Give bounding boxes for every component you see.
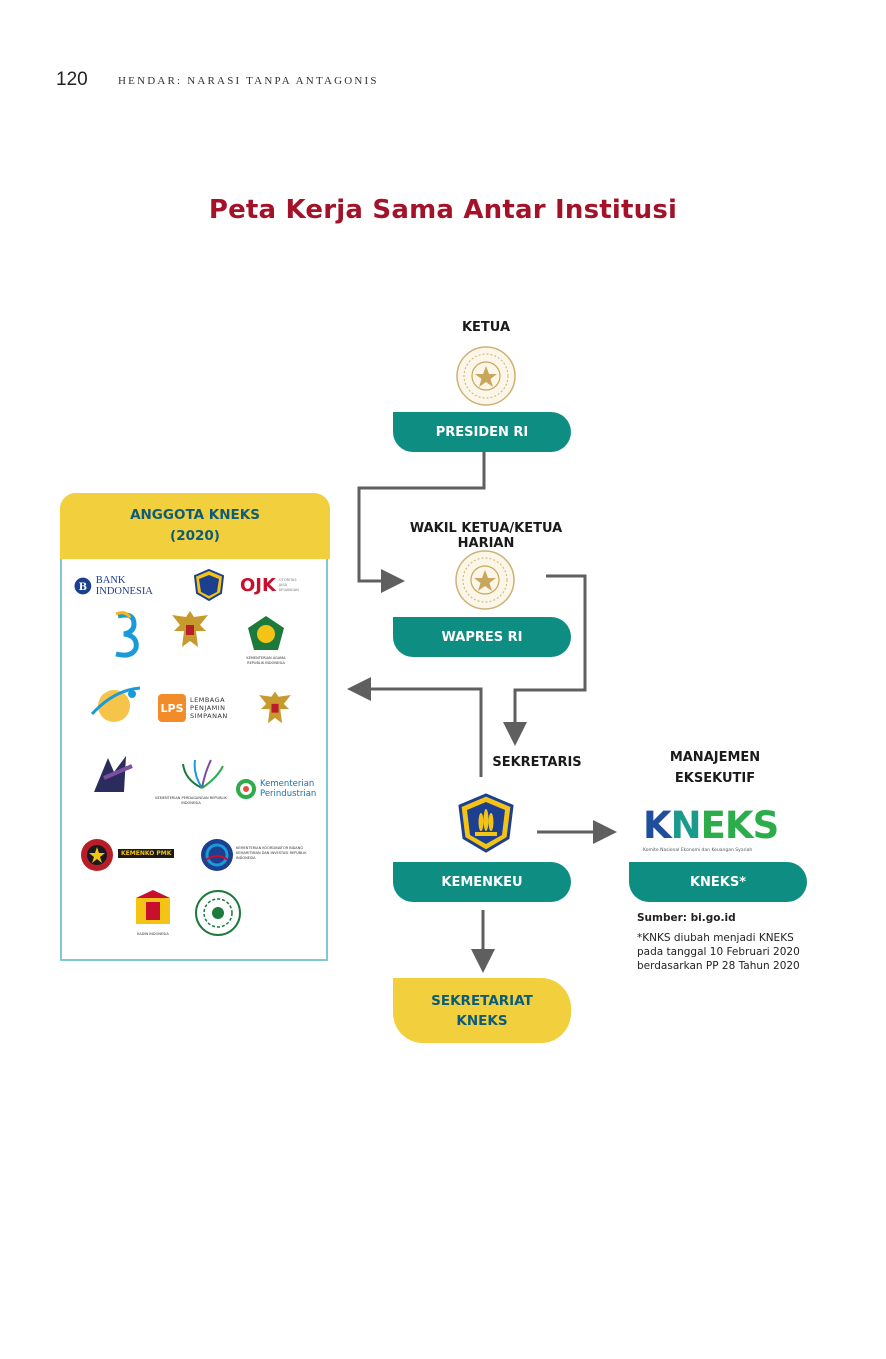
sekretariat-kneks-node: SEKRETARIAT KNEKS <box>393 978 571 1043</box>
kemendes-logo-icon <box>84 684 148 734</box>
ojk-sub: OTORITAS JASA KEUANGAN <box>278 577 299 592</box>
kemenkeu-node: KEMENKEU <box>393 862 571 902</box>
kneks-node: KNEKS* <box>629 862 807 902</box>
ojk-mark: OJK <box>240 574 276 596</box>
kneks-logo-tagline: Komite Nasional Ekonomi dan Keuangan Sya… <box>643 848 753 853</box>
lps-line3: SIMPANAN <box>190 712 228 720</box>
kemenperin-icon <box>236 779 256 799</box>
kemendag-logo-icon <box>177 758 227 794</box>
footnote-line-2: pada tanggal 10 Februari 2020 <box>637 946 800 958</box>
kneks-logo: KNEKS Komite Nasional Ekonomi dan Keuang… <box>643 806 793 856</box>
arrow-wapres-to-sekretaris <box>503 574 587 746</box>
svg-text:B: B <box>79 582 87 593</box>
kemenko-pmk-label: KEMENKO PMK <box>118 840 178 870</box>
presiden-ri-node: PRESIDEN RI <box>393 412 571 452</box>
kemendag-caption: KEMENTERIAN PERDAGANGAN REPUBLIK INDONES… <box>155 796 227 805</box>
kemenperin-logo: Kementerian Perindustrian <box>235 775 317 803</box>
kemenperin-line2: Perindustrian <box>260 789 317 799</box>
bank-indonesia-text: BANK INDONESIA <box>95 575 153 597</box>
kemenko-pmk-emblem-icon <box>80 838 114 872</box>
footnote-line-1: *KNKS diubah menjadi KNEKS <box>637 932 794 944</box>
page-number: 120 <box>56 69 88 90</box>
manajemen-line2: EKSEKUTIF <box>674 771 756 786</box>
kemenpan-logo-icon <box>104 610 148 662</box>
source-note: Sumber: bi.go.id <box>637 912 736 924</box>
ketua-label: KETUA <box>461 320 511 335</box>
members-heading-line2: (2020) <box>170 528 220 544</box>
kemenperin-line1: Kementerian <box>260 779 315 789</box>
kemenparekraf-logo-icon <box>84 752 136 796</box>
arrow-kemenkeu-to-members <box>347 677 483 777</box>
footnote: *KNKS diubah menjadi KNEKS pada tanggal … <box>637 931 800 973</box>
ojk-logo: OJK OTORITAS JASA KEUANGAN <box>240 570 306 600</box>
lps-line2: PENJAMIN <box>190 704 226 712</box>
lps-logo: LPS LEMBAGA PENJAMIN SIMPANAN <box>158 693 236 723</box>
wapres-emblem-icon <box>454 549 516 611</box>
members-heading: ANGGOTA KNEKS (2020) <box>60 493 330 559</box>
sekretaris-label: SEKRETARIS <box>492 755 582 770</box>
wapres-ri-node: WAPRES RI <box>393 617 571 657</box>
diagram-title: Peta Kerja Sama Antar Institusi <box>208 195 678 225</box>
kadin-caption: KADIN INDONESIA <box>137 932 169 936</box>
kemenkeu-logo-icon <box>455 792 517 854</box>
bank-indonesia-logo: B BANK INDONESIA <box>74 575 184 597</box>
kemenag-logo-icon <box>246 614 286 654</box>
presiden-emblem-icon <box>455 345 517 407</box>
sekretariat-line1: SEKRETARIAT <box>431 992 533 1009</box>
kemenkeu-member-icon <box>192 568 226 602</box>
sekretariat-line2: KNEKS <box>456 1012 508 1029</box>
kneks-logo-text: KNEKS <box>643 804 779 847</box>
members-heading-line1: ANGGOTA KNEKS <box>130 507 260 523</box>
running-title: HENDAR: NARASI TANPA ANTAGONIS <box>118 75 379 87</box>
garuda-emblem-1-icon <box>168 607 212 657</box>
members-panel <box>60 493 328 961</box>
kemenag-caption: KEMENTERIAN AGAMA REPUBLIK INDONESIA <box>246 656 286 665</box>
kemenko-marves-caption: KEMENTERIAN KOORDINATOR BIDANG KEMARITIM… <box>236 846 307 860</box>
arrow-presiden-to-wapres <box>357 452 486 593</box>
bank-indonesia-icon: B <box>74 577 92 595</box>
kemenko-pmk-text: KEMENKO PMK <box>118 849 175 858</box>
manajemen-line1: MANAJEMEN <box>669 750 761 765</box>
lps-line1: LEMBAGA <box>190 696 226 704</box>
kadin-logo-icon <box>130 888 176 932</box>
garuda-emblem-2-icon <box>254 688 296 732</box>
mui-logo-icon <box>195 890 241 936</box>
kemenko-marves-logo-icon <box>200 838 234 872</box>
wakil-ketua-label: WAKIL KETUA/KETUA HARIAN <box>409 521 563 551</box>
footnote-line-3: berdasarkan PP 28 Tahun 2020 <box>637 960 800 972</box>
lps-mark: LPS <box>158 694 186 722</box>
manajemen-eksekutif-label: MANAJEMEN EKSEKUTIF <box>655 747 775 789</box>
